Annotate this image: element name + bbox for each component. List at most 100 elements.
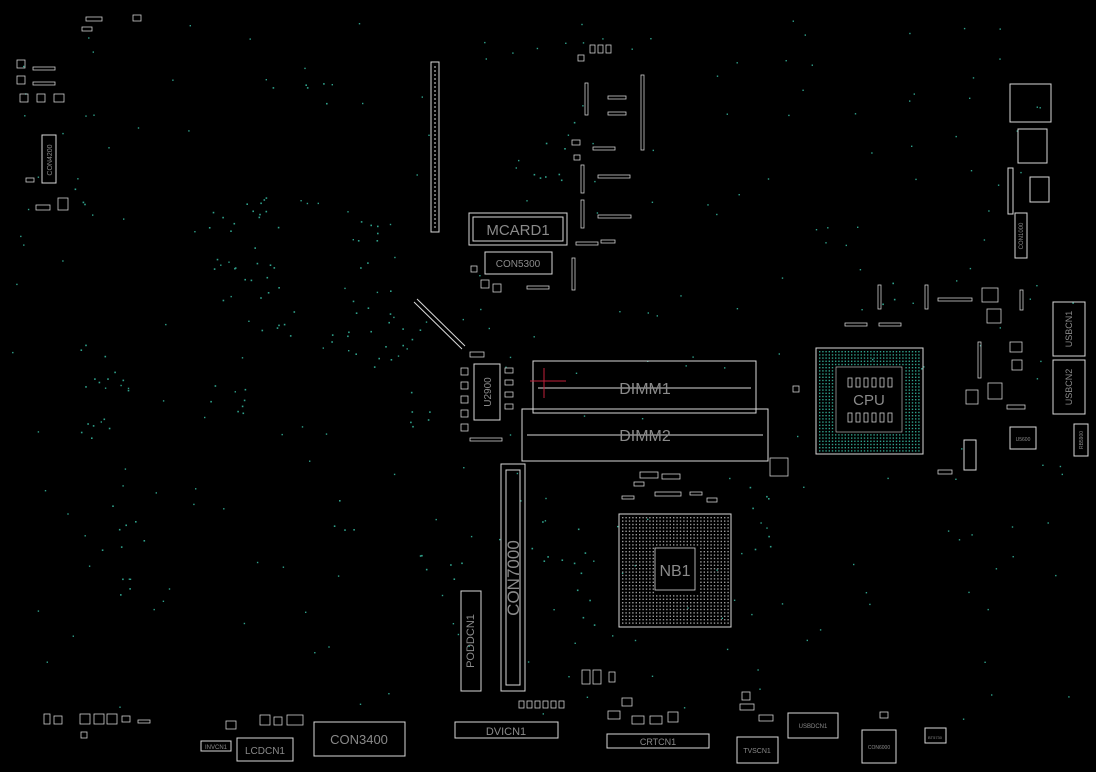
via	[12, 351, 14, 354]
component-usbdcn1[interactable]: USBDCN1	[787, 712, 839, 739]
ball	[703, 551, 705, 553]
ball	[686, 602, 688, 604]
ball	[666, 605, 668, 607]
ball	[669, 605, 671, 607]
component-dvicn1[interactable]: DVICN1	[454, 721, 559, 739]
via	[427, 419, 430, 421]
component-lcdcn1[interactable]: LCDCN1	[236, 737, 294, 762]
ball	[918, 376, 920, 378]
ball	[911, 415, 914, 417]
ball	[696, 595, 699, 597]
ball	[860, 351, 862, 353]
ball	[908, 402, 910, 404]
ball	[915, 376, 917, 378]
ball	[905, 405, 907, 407]
ball	[696, 612, 699, 614]
component-usbcn2[interactable]: USBCN2	[1052, 359, 1086, 415]
ball	[703, 568, 705, 570]
component-u5600[interactable]: U5600	[1009, 426, 1037, 450]
ball	[724, 537, 726, 539]
ball	[854, 443, 856, 446]
ball	[831, 424, 834, 426]
ball	[727, 534, 729, 536]
ball	[825, 395, 827, 398]
component-rb5900[interactable]: RB5900	[1073, 423, 1089, 457]
via	[1040, 360, 1042, 363]
label-u5600: U5600	[1016, 437, 1031, 443]
ball	[625, 537, 627, 539]
component-con5300[interactable]: CON5300	[470, 251, 553, 293]
ball	[831, 363, 834, 366]
ball	[724, 574, 726, 577]
ball	[673, 612, 675, 614]
ball	[696, 619, 699, 621]
component-invcn1[interactable]: INVCN1	[200, 740, 232, 752]
ball	[822, 389, 824, 391]
ball	[724, 615, 726, 617]
via	[923, 366, 925, 368]
via	[278, 324, 280, 327]
via	[265, 197, 268, 199]
ball	[693, 520, 695, 522]
via	[647, 518, 649, 521]
ball	[867, 360, 869, 362]
ball	[713, 591, 716, 594]
via	[122, 379, 125, 382]
ball	[911, 405, 914, 407]
component-bt5730[interactable]: BT5730	[924, 727, 947, 744]
ball	[831, 415, 834, 417]
component-cluster-bottom[interactable]	[43, 697, 889, 739]
ball	[679, 602, 682, 604]
component-tvscn1[interactable]: TVSCN1	[736, 736, 779, 764]
via	[687, 607, 689, 609]
ball	[642, 578, 644, 580]
component-vertical-connector[interactable]	[430, 61, 440, 233]
component-cluster-top[interactable]	[571, 44, 645, 291]
via	[155, 492, 157, 494]
ball	[720, 619, 722, 621]
ball	[905, 367, 907, 369]
component-con4200[interactable]: CON4200	[16, 14, 142, 211]
ball	[727, 578, 729, 580]
component-con6000[interactable]: CON6000	[861, 729, 897, 764]
ball	[686, 527, 688, 529]
via-field	[12, 20, 1074, 720]
component-usbcn1[interactable]: USBCN1	[1052, 301, 1086, 357]
label-bt5730: BT5730	[928, 735, 943, 740]
ball	[822, 379, 824, 382]
component-cluster-right[interactable]: CON1000	[844, 83, 1052, 475]
ball	[625, 619, 627, 621]
ball	[639, 574, 641, 577]
via	[1036, 378, 1039, 380]
ball	[717, 544, 719, 546]
ball	[642, 619, 644, 621]
ball	[899, 357, 901, 359]
component-cluster-nb1[interactable]	[581, 385, 800, 711]
via	[411, 338, 414, 341]
via	[357, 240, 360, 242]
component-u2900[interactable]: U2900	[460, 351, 514, 442]
ball	[838, 443, 840, 446]
component-dimm2[interactable]: DIMM2	[521, 408, 769, 462]
component-poddcn1[interactable]: PODDCN1	[460, 590, 482, 692]
component-con3400[interactable]: CON3400	[313, 721, 406, 757]
component-mcard1[interactable]: MCARD1	[468, 212, 568, 246]
component-crtcn1[interactable]: CRTCN1	[606, 733, 710, 749]
ball	[652, 591, 654, 594]
component-nb1[interactable]: NB1	[618, 513, 732, 628]
ball	[686, 517, 688, 519]
component-con7000[interactable]: CON7000	[500, 463, 526, 692]
ball	[819, 367, 821, 369]
ball	[713, 520, 716, 522]
via	[259, 213, 261, 216]
component-cpu[interactable]: CPU	[815, 347, 924, 455]
ball	[825, 379, 827, 382]
ball	[908, 395, 910, 398]
ball	[645, 578, 648, 580]
via	[859, 269, 862, 271]
via	[509, 434, 512, 436]
ball	[876, 354, 878, 356]
component-dimm1[interactable]: DIMM1	[530, 360, 757, 414]
